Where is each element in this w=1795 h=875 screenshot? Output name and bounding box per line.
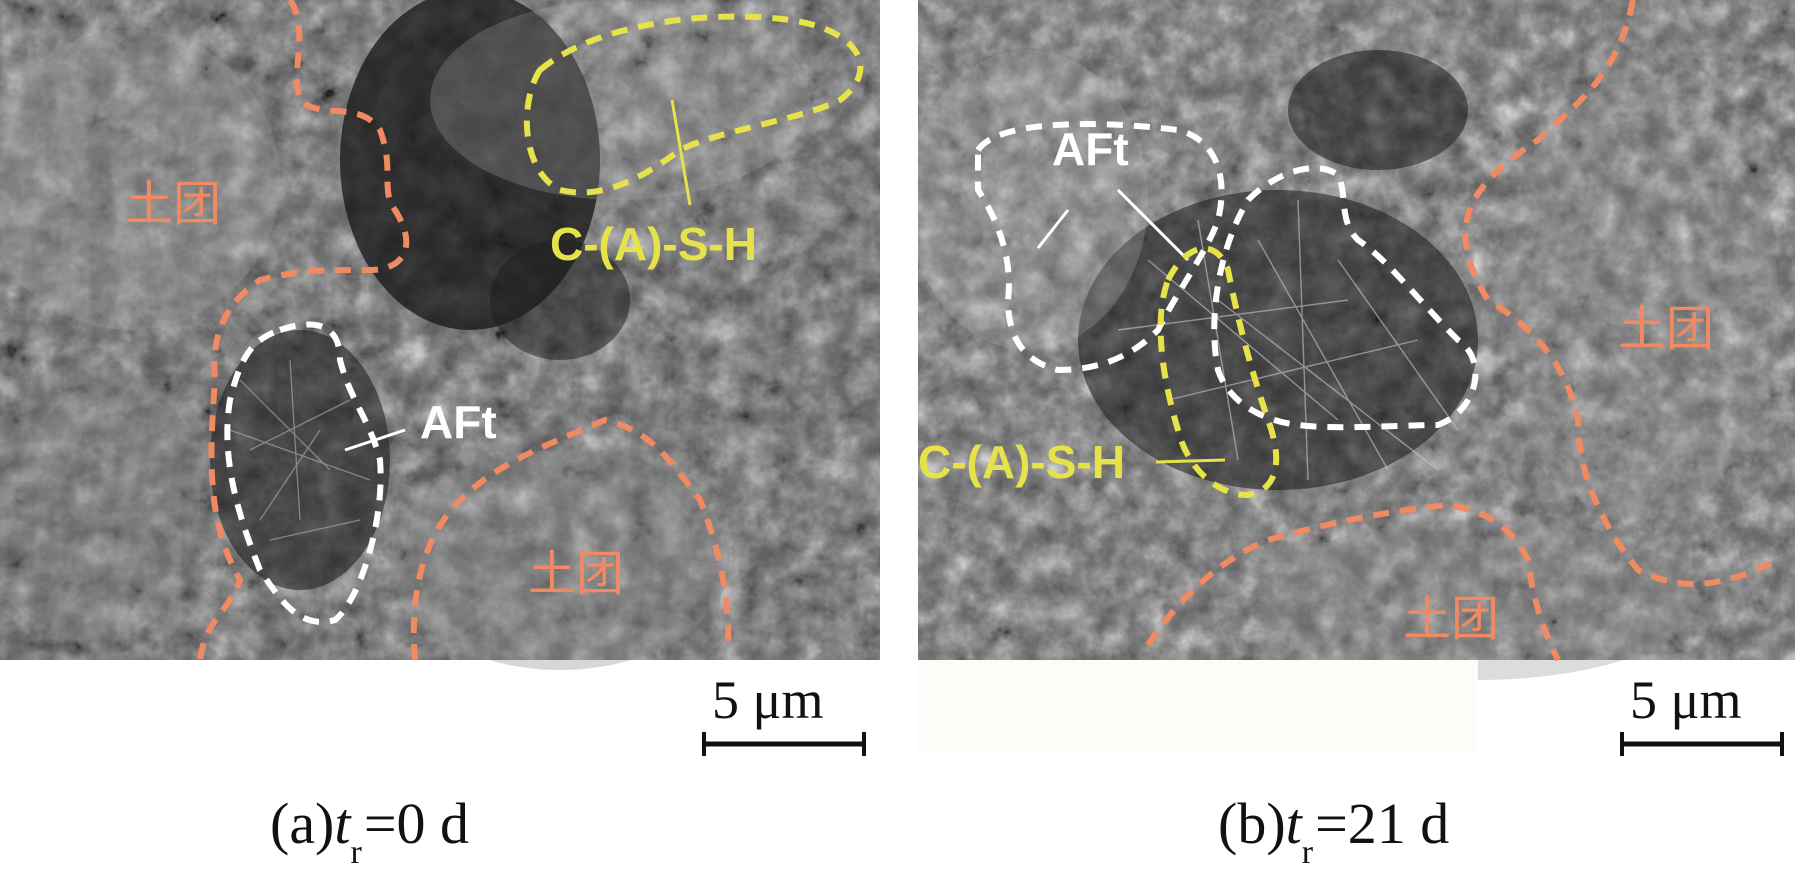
soil-outlines-a xyxy=(197,0,732,661)
aft-pointer-b-1 xyxy=(1036,209,1070,249)
scale-bar-a: 5 μm xyxy=(702,670,866,756)
caption-b: (b) t r =21 d xyxy=(1218,790,1450,871)
caption-a-suffix: =0 d xyxy=(363,791,470,856)
soil-label-a-1: 土团 xyxy=(125,176,221,232)
csh-pointer-a xyxy=(670,99,692,206)
sem-panel-b: AFt C-(A)-S-H 土团 土团 5 μm (b) t r =21 d xyxy=(918,0,1795,875)
scale-bar-label-a: 5 μm xyxy=(712,670,823,730)
soil-outlines-b xyxy=(1145,0,1780,662)
soil-label-a-2: 土团 xyxy=(528,546,624,602)
aft-pointer-a xyxy=(344,428,406,452)
caption-a-prefix: (a) xyxy=(270,791,335,856)
aft-label-b: AFt xyxy=(1052,123,1129,175)
sem-image-a-svg: 土团 土团 C-(A)-S-H AFt 5 μm xyxy=(0,0,880,756)
csh-outline-a xyxy=(523,13,864,196)
csh-label-a: C-(A)-S-H xyxy=(550,218,757,270)
caption-b-sub: r xyxy=(1301,834,1314,871)
sem-image-b-svg: AFt C-(A)-S-H 土团 土团 5 μm xyxy=(918,0,1795,756)
aft-outline-a xyxy=(224,321,384,625)
soil-label-b-1: 土团 xyxy=(1618,301,1714,357)
scale-bar-b: 5 μm xyxy=(1620,670,1784,756)
caption-a-var: t xyxy=(334,791,351,856)
csh-pointer-b xyxy=(1155,458,1226,464)
csh-outline-b xyxy=(1157,245,1280,499)
sem-panel-a: 土团 土团 C-(A)-S-H AFt 5 μm (a) t r =0 d xyxy=(0,0,880,875)
caption-b-suffix: =21 d xyxy=(1315,791,1450,856)
blank-strip-b xyxy=(918,660,1478,752)
caption-b-prefix: (b) xyxy=(1218,791,1286,856)
csh-label-b: C-(A)-S-H xyxy=(918,436,1125,488)
aft-label-a: AFt xyxy=(420,396,497,448)
soil-label-b-2: 土团 xyxy=(1403,591,1499,647)
sem-micrograph-b xyxy=(918,0,1795,680)
caption-a: (a) t r =0 d xyxy=(270,790,470,871)
sem-micrograph-a xyxy=(0,0,880,670)
aft-pointer-b-2 xyxy=(1116,188,1190,262)
scale-bar-label-b: 5 μm xyxy=(1630,670,1741,730)
aft-outlines-b xyxy=(975,121,1479,431)
caption-b-var: t xyxy=(1285,791,1302,856)
caption-a-sub: r xyxy=(350,834,362,871)
